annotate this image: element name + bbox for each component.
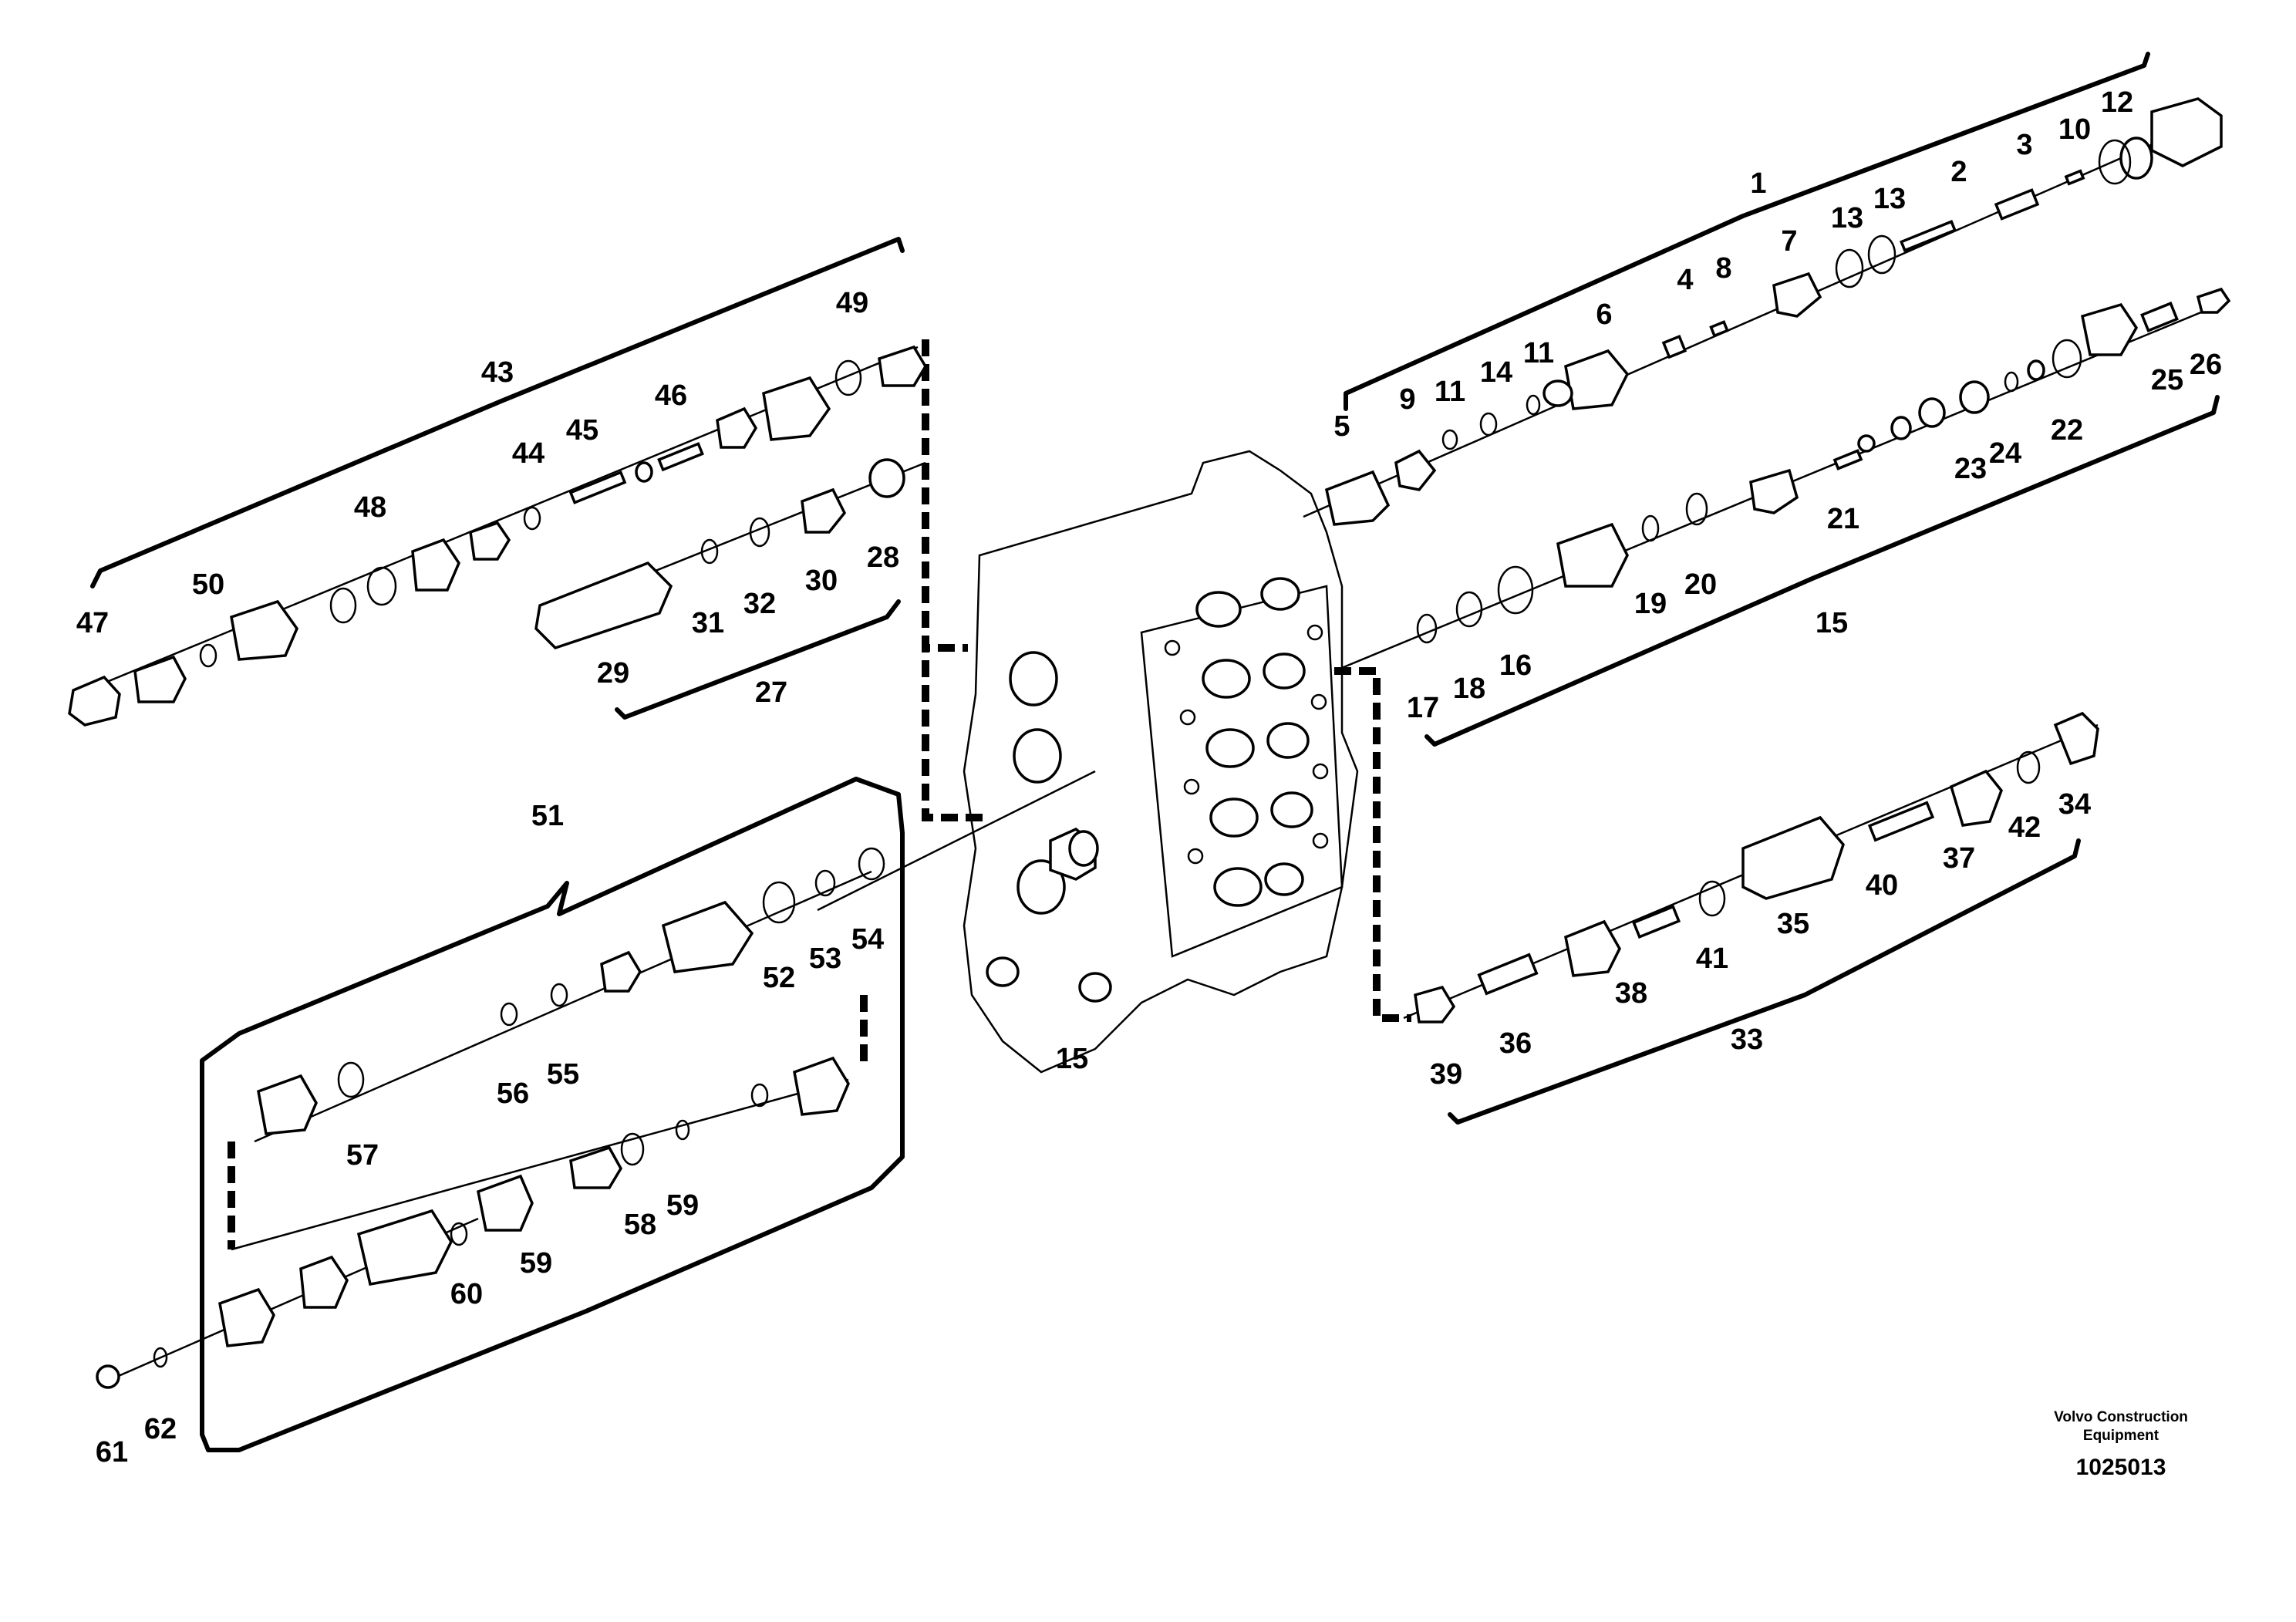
callout-8: 8 — [1715, 252, 1731, 285]
bracket-51 — [200, 777, 905, 1452]
callout-12: 12 — [2101, 86, 2133, 119]
callout-43: 43 — [481, 356, 514, 389]
callout-1: 1 — [1750, 167, 1766, 200]
callout-62: 62 — [144, 1413, 177, 1445]
callout-15a: 15 — [1816, 607, 1848, 639]
callout-38: 38 — [1615, 977, 1647, 1010]
valve-body — [963, 450, 1359, 1074]
callout-34: 34 — [2058, 788, 2091, 821]
callout-57: 57 — [346, 1139, 379, 1172]
bracket-27 — [615, 599, 901, 720]
callout-6: 6 — [1596, 298, 1612, 331]
bracket-1 — [1344, 52, 2150, 411]
callouts: 1 2 3 4 5 6 7 8 9 10 11 11 12 13 13 14 1… — [76, 86, 2222, 1469]
callout-27: 27 — [755, 676, 787, 709]
callout-33: 33 — [1731, 1023, 1763, 1056]
callout-48: 48 — [354, 491, 386, 524]
callout-10: 10 — [2058, 113, 2091, 146]
callout-28: 28 — [867, 541, 899, 574]
callout-56: 56 — [497, 1077, 529, 1110]
callout-58: 58 — [624, 1209, 656, 1241]
callout-21: 21 — [1827, 503, 1859, 535]
callout-20: 20 — [1684, 568, 1717, 601]
callout-54: 54 — [851, 923, 884, 956]
callout-35: 35 — [1777, 908, 1809, 940]
callout-4: 4 — [1677, 264, 1693, 296]
brackets — [90, 52, 2220, 1452]
callout-30: 30 — [805, 565, 838, 597]
callout-15b: 15 — [1056, 1043, 1088, 1075]
callout-3: 3 — [2016, 129, 2032, 161]
bracket-15 — [1424, 395, 2220, 747]
callout-5: 5 — [1333, 410, 1350, 443]
callout-37: 37 — [1943, 842, 1975, 875]
callout-60: 60 — [450, 1278, 483, 1310]
callout-14: 14 — [1480, 356, 1512, 389]
callout-59a: 59 — [666, 1189, 699, 1222]
callout-19: 19 — [1634, 588, 1667, 620]
callout-23: 23 — [1954, 453, 1987, 485]
callout-42: 42 — [2008, 811, 2041, 844]
callout-45: 45 — [566, 414, 598, 447]
callout-18: 18 — [1453, 673, 1485, 705]
callout-39: 39 — [1430, 1058, 1462, 1091]
callout-9: 9 — [1399, 383, 1415, 416]
callout-44: 44 — [512, 437, 544, 470]
parts — [68, 97, 2231, 1389]
callout-25: 25 — [2151, 364, 2183, 396]
callout-2: 2 — [1950, 156, 1967, 188]
callout-17: 17 — [1407, 692, 1439, 724]
callout-22: 22 — [2051, 414, 2083, 447]
callout-13a: 13 — [1831, 202, 1863, 234]
credit-line-1: Volvo Construction — [2054, 1409, 2188, 1425]
callout-50: 50 — [192, 568, 224, 601]
callout-55: 55 — [547, 1058, 579, 1091]
callout-49: 49 — [836, 287, 868, 319]
callout-61: 61 — [96, 1436, 128, 1469]
callout-59b: 59 — [520, 1247, 552, 1280]
plug-part — [2150, 97, 2223, 167]
callout-36: 36 — [1499, 1027, 1532, 1060]
callout-46: 46 — [655, 379, 687, 412]
credit-block: Volvo Construction Equipment 1025013 — [2054, 1409, 2188, 1480]
callout-29: 29 — [597, 657, 629, 690]
callout-51: 51 — [531, 800, 564, 832]
callout-47: 47 — [76, 607, 109, 639]
callout-13b: 13 — [1873, 183, 1906, 215]
callout-32: 32 — [743, 588, 776, 620]
callout-24: 24 — [1989, 437, 2021, 470]
bracket-33 — [1448, 838, 2081, 1125]
credit-line-2: Equipment — [2083, 1428, 2159, 1444]
callout-11a: 11 — [1435, 376, 1465, 408]
bracket-43 — [90, 237, 905, 588]
callout-40: 40 — [1866, 869, 1898, 902]
callout-11b: 11 — [1523, 337, 1554, 369]
callout-7: 7 — [1781, 225, 1797, 258]
callout-26: 26 — [2190, 349, 2222, 381]
callout-31: 31 — [692, 607, 724, 639]
callout-41: 41 — [1696, 943, 1728, 975]
callout-53: 53 — [809, 943, 841, 975]
callout-52: 52 — [763, 962, 795, 994]
callout-16: 16 — [1499, 649, 1532, 682]
document-number: 1025013 — [2076, 1455, 2166, 1480]
